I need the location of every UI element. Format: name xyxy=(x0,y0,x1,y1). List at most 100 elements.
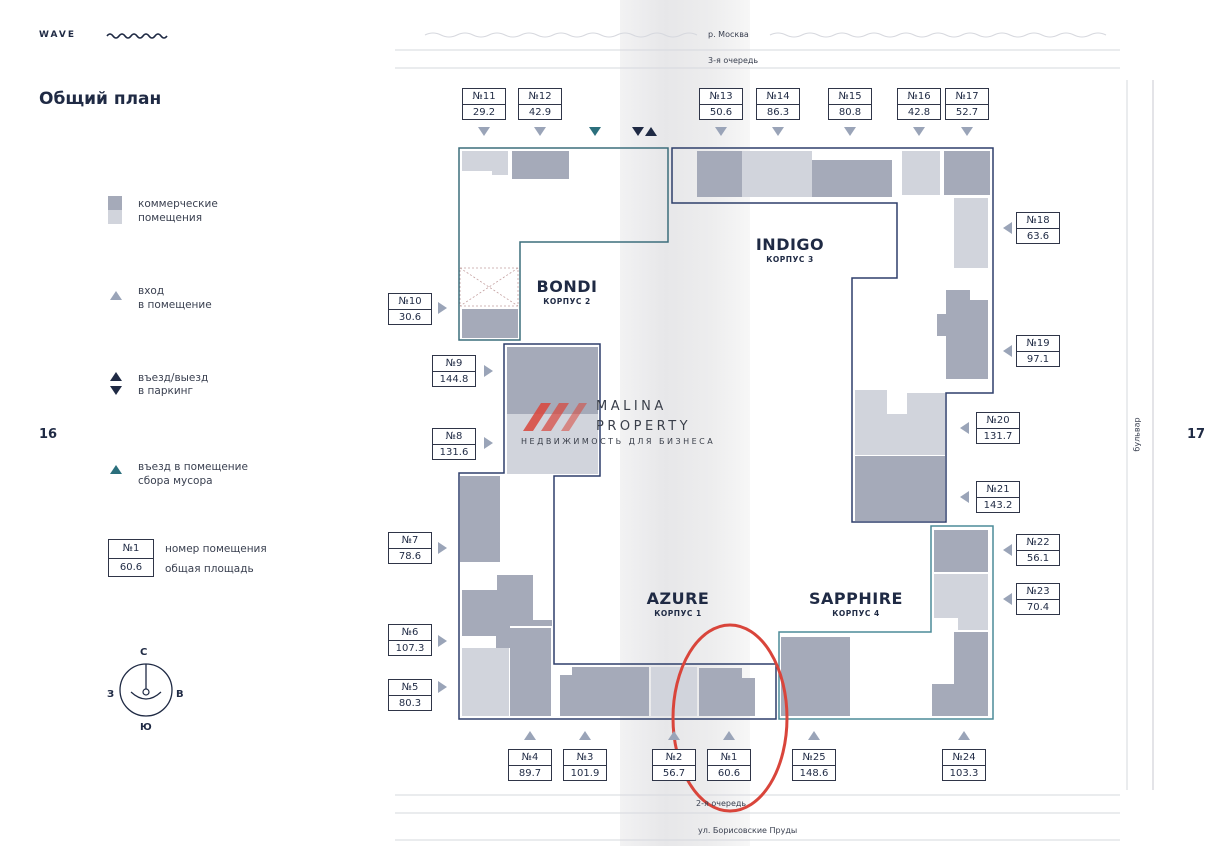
entrance-arrow-icon xyxy=(1003,593,1012,605)
unit-number: №13 xyxy=(700,89,742,105)
unit-area: 107.3 xyxy=(395,643,425,654)
entrance-arrow-icon xyxy=(1003,222,1012,234)
unit-number: №14 xyxy=(757,89,799,105)
unit-box-12[interactable]: №12 42.9 xyxy=(518,88,562,120)
building-sub-azure: КОРПУС 1 xyxy=(654,609,702,618)
ramp-hatch xyxy=(459,267,519,307)
unit-area: 97.1 xyxy=(1026,354,1050,365)
unit-area: 60.6 xyxy=(717,768,741,779)
unit-number: №3 xyxy=(564,750,606,766)
building-name-indigo: INDIGO xyxy=(755,235,825,254)
unit-box-18[interactable]: №18 63.6 xyxy=(1016,212,1060,244)
entrance-arrow-icon xyxy=(958,731,970,740)
compass-icon xyxy=(119,663,173,717)
unit-area: 63.6 xyxy=(1026,231,1050,242)
wave-logo-icon xyxy=(106,33,168,39)
unit-number: №7 xyxy=(389,533,431,549)
unit-number: №12 xyxy=(519,89,561,105)
entrance-arrow-icon xyxy=(913,127,925,136)
building-name-bondi: BONDI xyxy=(536,277,598,296)
unit-number: №2 xyxy=(653,750,695,766)
street-bottom-name: ул. Борисовские Пруды xyxy=(698,826,798,835)
legend-commercial-dark-swatch xyxy=(108,196,122,210)
unit-number: №18 xyxy=(1017,213,1059,229)
unit-number: №21 xyxy=(977,482,1019,498)
legend-sample-unit-box: №1 60.6 xyxy=(108,539,154,577)
entrance-triangle-icon xyxy=(110,291,122,300)
unit-box-13[interactable]: №13 50.6 xyxy=(699,88,743,120)
entrance-arrow-icon xyxy=(723,731,735,740)
unit-area: 42.9 xyxy=(528,107,552,118)
building-sub-sapphire: КОРПУС 4 xyxy=(832,609,880,618)
unit-box-2[interactable]: №2 56.7 xyxy=(652,749,696,781)
building-name-sapphire: SAPPHIRE xyxy=(809,589,903,608)
compass-east-label: В xyxy=(176,689,184,700)
entrance-arrow-icon xyxy=(715,127,727,136)
unit-number: №22 xyxy=(1017,535,1059,551)
parking-in-triangle-icon xyxy=(110,372,122,381)
unit-area: 70.4 xyxy=(1026,602,1050,613)
entrance-arrow-icon xyxy=(484,365,493,377)
unit-area: 42.8 xyxy=(907,107,931,118)
unit-area: 52.7 xyxy=(955,107,979,118)
compass-south-label: Ю xyxy=(140,722,152,733)
entrance-arrow-icon xyxy=(1003,345,1012,357)
unit-box-17[interactable]: №17 52.7 xyxy=(945,88,989,120)
unit-area: 30.6 xyxy=(398,312,422,323)
unit-number: №8 xyxy=(433,429,475,445)
watermark-line-1: MALINA xyxy=(596,399,667,414)
watermark-logo-icon xyxy=(523,403,587,431)
unit-number: №17 xyxy=(946,89,988,105)
unit-area: 56.7 xyxy=(662,768,686,779)
legend-garbage-label-1: въезд в помещение xyxy=(138,461,248,473)
unit-area: 103.3 xyxy=(949,768,979,779)
entrance-arrow-icon xyxy=(484,437,493,449)
legend-sample-num: №1 xyxy=(109,540,153,559)
unit-box-23[interactable]: №23 70.4 xyxy=(1016,583,1060,615)
unit-number: №9 xyxy=(433,356,475,372)
legend-commercial-label-2: помещения xyxy=(138,212,203,224)
unit-number: №1 xyxy=(708,750,750,766)
bondi-outline xyxy=(458,147,669,341)
street-right-boulevard: бульвар xyxy=(1132,417,1142,452)
unit-area: 89.7 xyxy=(518,768,542,779)
street-bottom-queue: 2-я очередь xyxy=(696,799,747,808)
legend-sample-area: 60.6 xyxy=(119,562,143,573)
unit-number: №23 xyxy=(1017,584,1059,600)
legend-parking-label-2: в паркинг xyxy=(138,385,194,397)
page-number-left: 16 xyxy=(39,427,58,442)
building-sub-indigo: КОРПУС 3 xyxy=(766,255,814,264)
unit-area: 29.2 xyxy=(472,107,496,118)
compass-north-label: С xyxy=(140,647,148,658)
street-top-queue: 3-я очередь xyxy=(708,56,759,65)
entrance-arrow-icon xyxy=(579,731,591,740)
entrance-arrow-icon xyxy=(772,127,784,136)
unit-area: 50.6 xyxy=(709,107,733,118)
entrance-arrow-icon xyxy=(534,127,546,136)
building-sub-bondi: КОРПУС 2 xyxy=(543,297,591,306)
unit-number: №15 xyxy=(829,89,871,105)
unit-box-1[interactable]: №1 60.6 xyxy=(707,749,751,781)
unit-number: №25 xyxy=(793,750,835,766)
entrance-arrow-icon xyxy=(844,127,856,136)
entrance-arrow-icon xyxy=(438,302,447,314)
